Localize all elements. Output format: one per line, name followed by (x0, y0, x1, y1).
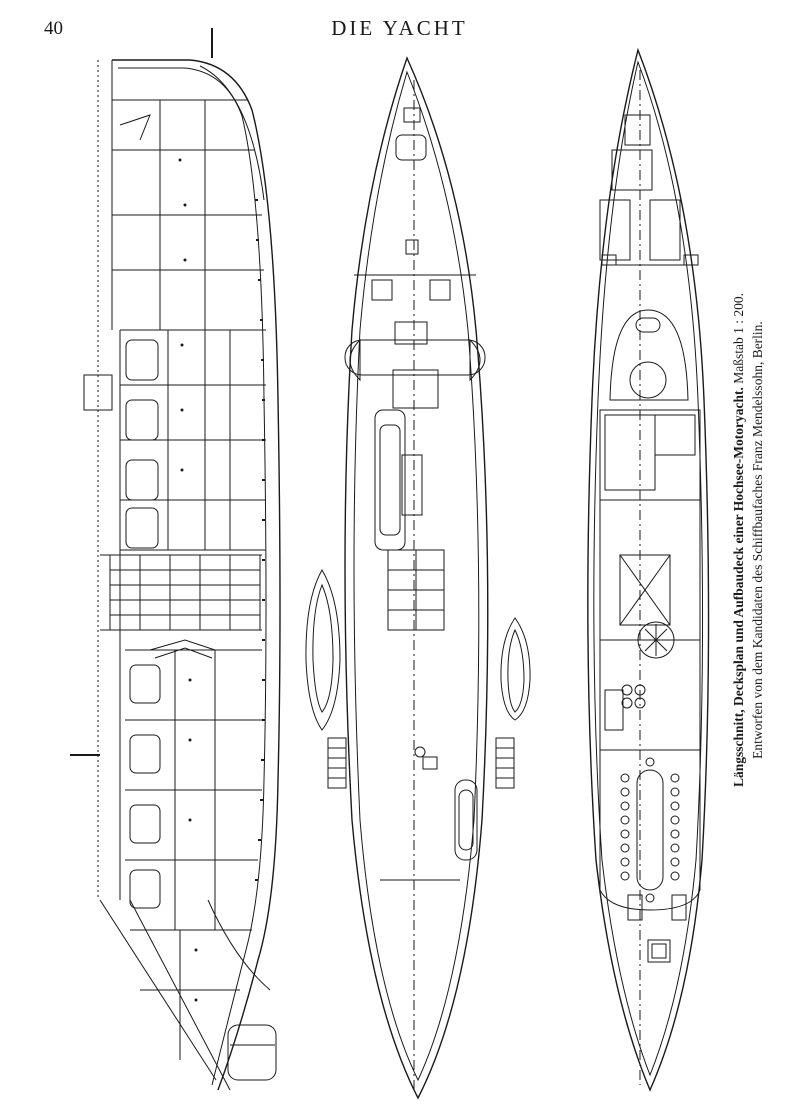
running-title: DIE YACHT (331, 16, 468, 40)
superstructure-deck-plan (587, 47, 710, 1092)
deck-plan (305, 56, 531, 1100)
caption-title: Längsschnitt, Decksplan und Aufbaudeck e… (731, 387, 746, 788)
longitudinal-section (70, 28, 281, 1091)
caption-scale: Maßstab 1 : 200. (731, 292, 746, 384)
caption-credit: Entworfen von dem Kandidaten des Schiffb… (750, 321, 765, 759)
page-number: 40 (44, 18, 63, 39)
